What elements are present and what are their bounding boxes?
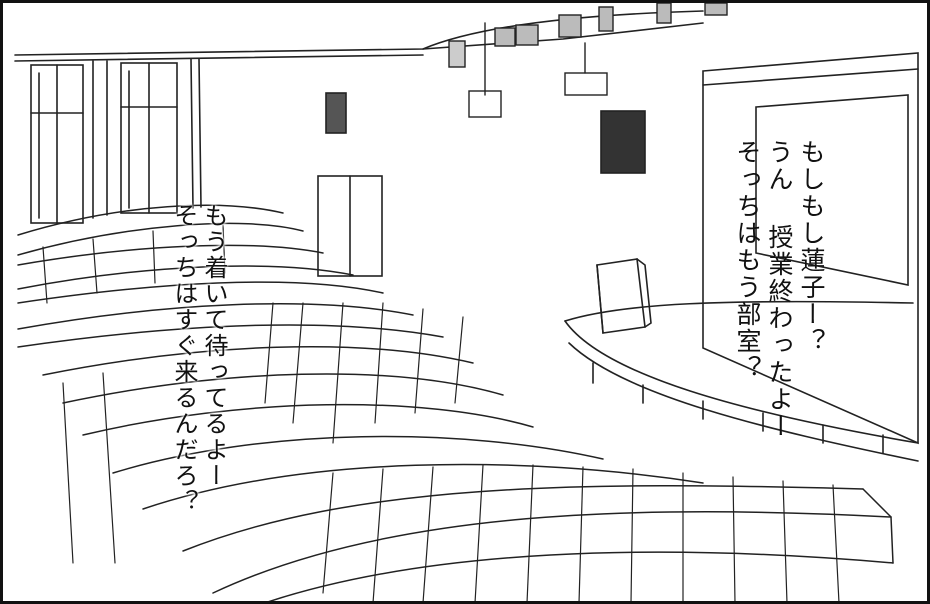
lectern — [596, 258, 652, 334]
ceiling-lines — [14, 10, 704, 62]
speech-text-left: もう着いて待ってるよー そっちはすぐ来るんだろ？ — [169, 203, 229, 515]
ceiling-lights — [448, 3, 728, 118]
speech-line: そっちはすぐ来るんだろ？ — [170, 203, 198, 515]
speech-text-right: もしもし蓮子ー？ うん 授業終わったよー そっちはもう部室？ — [731, 139, 827, 440]
lecture-hall-illustration — [14, 3, 919, 601]
wall-vent-left — [325, 92, 347, 134]
back-door — [317, 175, 383, 277]
window-left-1 — [30, 64, 84, 224]
speech-line: もしもし蓮子ー？ — [797, 139, 826, 355]
seat-dividers — [42, 224, 840, 601]
stage — [564, 300, 919, 462]
speech-line: そっちはもう部室？ — [733, 139, 762, 382]
wall-vent-right — [600, 110, 646, 174]
speech-line: うん 授業終わったよー — [765, 139, 794, 440]
wall-column — [92, 58, 202, 219]
seating-rows — [17, 204, 894, 601]
speech-line: もう着いて待ってるよー — [200, 203, 228, 489]
window-left-2 — [120, 62, 178, 214]
